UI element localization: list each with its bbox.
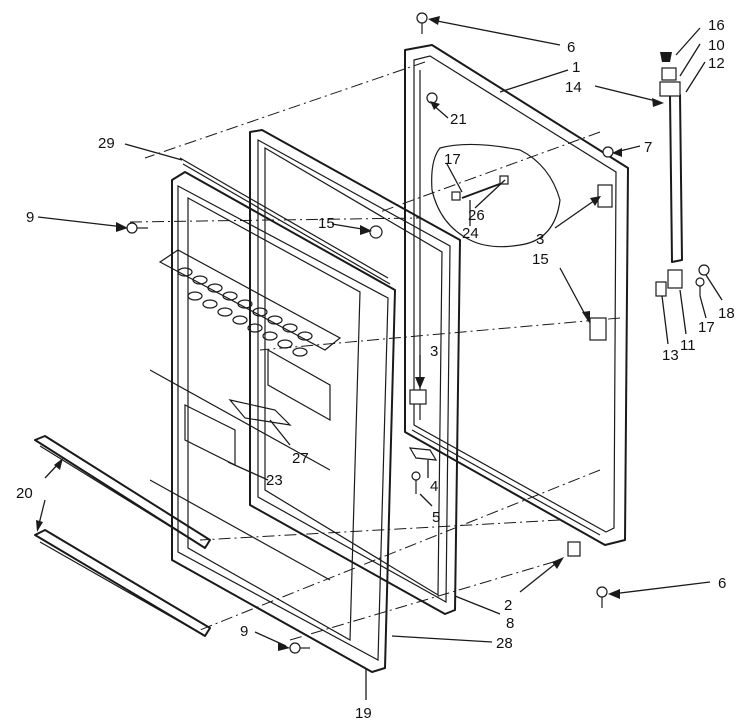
callout-7: 7	[644, 139, 652, 156]
callout-17-inset: 17	[444, 151, 461, 168]
callout-labels: 6 16 10 1 12 14 21 29 7 17 9 26 15 24 3 …	[16, 17, 735, 722]
callout-10: 10	[708, 37, 725, 54]
callout-18: 18	[718, 305, 735, 322]
callout-3-mid: 3	[430, 343, 438, 360]
callout-8: 8	[506, 615, 514, 632]
callout-27: 27	[292, 450, 309, 467]
callout-14: 14	[565, 79, 582, 96]
callout-24: 24	[462, 225, 479, 242]
callout-17-right: 17	[698, 319, 715, 336]
callout-2: 2	[504, 597, 512, 614]
door-shelf-bars	[34, 435, 211, 637]
callout-6-top: 6	[567, 39, 575, 56]
callout-11: 11	[680, 337, 696, 354]
callout-9-top: 9	[26, 209, 34, 226]
egg-cups	[177, 267, 313, 357]
callout-5: 5	[432, 509, 440, 526]
callout-13: 13	[662, 347, 679, 364]
callout-12: 12	[708, 55, 725, 72]
leader-lines	[36, 16, 723, 700]
callout-9-bottom: 9	[240, 623, 248, 640]
callout-15-right: 15	[532, 251, 549, 268]
callout-3-right: 3	[536, 231, 544, 248]
callout-23: 23	[266, 472, 283, 489]
outer-door-frame	[404, 44, 629, 557]
callout-1: 1	[572, 59, 580, 76]
inner-door-liner	[149, 171, 396, 673]
callout-29: 29	[98, 135, 115, 152]
callout-4: 4	[430, 478, 438, 495]
callout-20: 20	[16, 485, 33, 502]
callout-19: 19	[355, 705, 372, 722]
projection-lines	[129, 61, 621, 641]
cutaway-view	[431, 143, 561, 248]
screws	[126, 12, 710, 654]
callout-6-bottom: 6	[718, 575, 726, 592]
gasket-frame	[249, 129, 461, 615]
gasket-strip	[179, 157, 391, 285]
callout-21: 21	[450, 111, 467, 128]
callout-16: 16	[708, 17, 725, 34]
callout-26: 26	[468, 207, 485, 224]
callout-15-left: 15	[318, 215, 335, 232]
hinge-assembly	[655, 52, 683, 297]
callout-28: 28	[496, 635, 513, 652]
